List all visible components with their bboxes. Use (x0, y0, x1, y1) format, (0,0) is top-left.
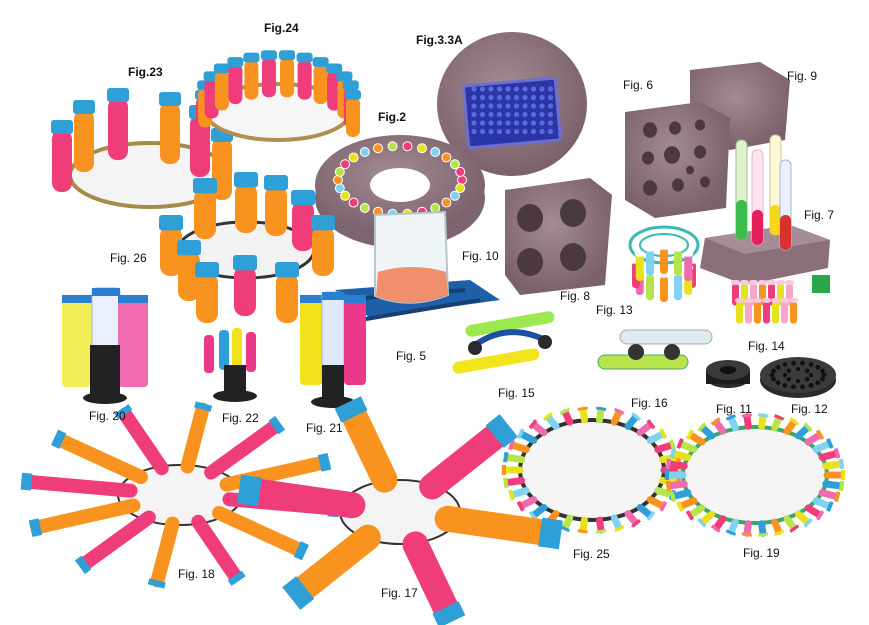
fig18-star-rotator (20, 401, 340, 589)
fig13-tube-wheel (628, 225, 700, 302)
fig21-label: Fig. 21 (306, 421, 343, 435)
fig12-adapter (760, 357, 836, 398)
fig3a-label: Fig.3.3A (416, 33, 463, 47)
fig15-tube-holder (452, 311, 555, 374)
fig17-label: Fig. 17 (381, 586, 418, 600)
fig22-tube-holder (204, 328, 257, 402)
fig15-label: Fig. 15 (498, 386, 535, 400)
fig26-rotator (159, 172, 335, 323)
fig24-ring-rack (195, 50, 361, 142)
fig22-label: Fig. 22 (222, 411, 259, 425)
fig7-tube-holder (700, 134, 830, 285)
fig20-label: Fig. 20 (89, 409, 126, 423)
fig6-foam-block (625, 102, 730, 218)
fig24-label: Fig.24 (264, 21, 299, 35)
fig21-tube-holder (300, 291, 366, 408)
fig26-label: Fig. 26 (110, 251, 147, 265)
fig19-tube-wheel (664, 413, 846, 537)
fig11-adapter (706, 360, 750, 388)
fig14-green-tile (812, 275, 830, 293)
fig11-label: Fig. 11 (716, 402, 752, 416)
fig8-label: Fig. 8 (560, 289, 591, 303)
fig23-label: Fig.23 (128, 65, 163, 79)
fig14-label: Fig. 14 (748, 339, 785, 353)
fig13-label: Fig. 13 (596, 303, 633, 317)
fig25-label: Fig. 25 (573, 547, 610, 561)
fig17-star-rotator (237, 396, 563, 625)
fig7-label: Fig. 7 (804, 208, 835, 222)
fig16-label: Fig. 16 (631, 396, 668, 410)
fig12-label: Fig. 12 (791, 402, 828, 416)
fig25-tube-wheel (501, 406, 683, 534)
fig10-label: Fig. 10 (462, 249, 499, 263)
fig20-tube-holder (62, 287, 148, 404)
fig18-label: Fig. 18 (178, 567, 215, 581)
fig3a-foam-platform (437, 32, 587, 176)
fig6-label: Fig. 6 (623, 78, 654, 92)
fig14-tube-rack (731, 280, 798, 324)
fig2-label: Fig.2 (378, 110, 407, 124)
fig23-ring-rack (51, 88, 233, 209)
fig9-label: Fig. 9 (787, 69, 818, 83)
fig16-tube-holder (597, 329, 713, 370)
fig19-label: Fig. 19 (743, 546, 780, 560)
fig5-label: Fig. 5 (396, 349, 427, 363)
fig10-beaker (374, 210, 450, 304)
fig8-foam-block (505, 178, 612, 295)
